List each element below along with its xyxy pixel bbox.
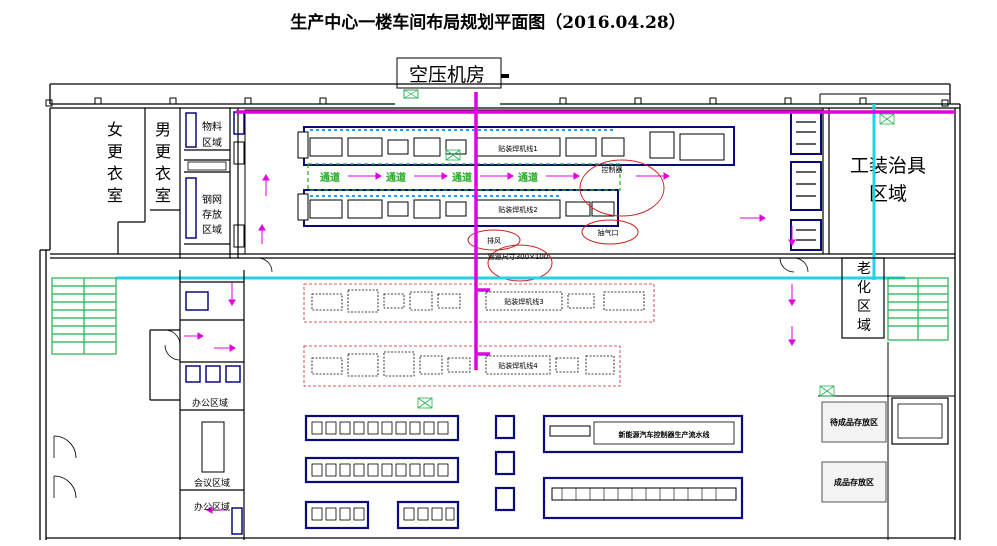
compressor-room [396, 57, 502, 89]
planned-line-4-label: 贴装焊机线4 [498, 361, 538, 370]
steel-rack [185, 177, 197, 239]
svg-text:区域: 区域 [202, 223, 222, 236]
office-desks [185, 291, 243, 535]
new-energy-line-label: 新能源汽车控制器生产流水线 [619, 430, 710, 439]
bottom-line-frame [542, 476, 744, 520]
compressor-icon [403, 89, 419, 99]
meeting-room-label: 会议区域 [194, 477, 230, 489]
svg-text:区: 区 [857, 299, 871, 315]
svg-text:区域: 区域 [202, 136, 222, 149]
aging-area [841, 257, 885, 339]
men-locker-label: 男 更 衣 室 [155, 120, 171, 205]
steel-storage-label: 钢网 存放 区域 [202, 193, 222, 236]
vent-note: 排风 [487, 236, 501, 245]
finished-storage-label: 成品存放区 [834, 477, 874, 487]
office-1-label: 办公区域 [192, 397, 228, 409]
svg-text:衣: 衣 [107, 164, 123, 183]
workbench-rows [304, 414, 516, 530]
doors [53, 257, 809, 499]
svg-text:通道: 通道 [386, 171, 406, 184]
compressor-room-label: 空压机房 [409, 64, 485, 86]
svg-text:钢网: 钢网 [202, 193, 222, 206]
smt-line-1-machines [297, 131, 725, 161]
column-grid [45, 93, 950, 107]
pipe-size-note: 管道尺寸300×100 [488, 252, 549, 261]
svg-text:物料: 物料 [202, 120, 222, 133]
planned-line-3-machines [311, 289, 645, 313]
exhaust-note: 抽气口 [598, 228, 619, 237]
magenta-pipes [236, 92, 955, 370]
svg-text:男: 男 [155, 120, 171, 139]
office-2-label: 办公区域 [194, 501, 230, 513]
svg-text:室: 室 [107, 186, 123, 205]
svg-text:室: 室 [155, 186, 171, 205]
aging-area-label: 老 化 区 域 [857, 261, 871, 334]
material-area-label: 物料 区域 [202, 120, 222, 149]
svg-text:存放: 存放 [202, 208, 222, 221]
svg-text:通道: 通道 [518, 171, 538, 184]
right-stairs [887, 277, 949, 341]
locker-walls [117, 108, 239, 258]
svg-text:工装治具: 工装治具 [850, 155, 926, 177]
svg-text:域: 域 [857, 318, 871, 334]
finished-storage [821, 461, 887, 503]
control-box-note: 控制器 [602, 165, 623, 174]
plan-title: 生产中心一楼车间布局规划平面图（2016.04.28） [290, 12, 685, 33]
small-rack [187, 161, 227, 171]
aisle-channel [307, 163, 621, 191]
planned-line-3-label: 贴装焊机线3 [504, 297, 543, 306]
women-locker-label: 女 更 衣 室 [107, 120, 123, 205]
smt-line-2-label: 贴装焊机线2 [498, 205, 537, 214]
tooling-racks [790, 111, 822, 251]
planned-line-3-frame [303, 283, 655, 323]
vent-fan-icons [417, 113, 895, 409]
new-energy-line-frame [542, 414, 744, 454]
smt-line-1-label: 贴装焊机线1 [498, 144, 537, 153]
planned-line-4-frame [303, 345, 621, 387]
svg-text:通道: 通道 [452, 171, 472, 184]
svg-text:通道: 通道 [320, 171, 340, 184]
svg-text:女: 女 [107, 120, 123, 139]
meeting-table [201, 421, 225, 473]
smt-line-2-machines [297, 193, 615, 221]
aisle-labels: 通道 通道 通道 通道 [320, 171, 538, 184]
left-stairs [51, 277, 117, 355]
tooling-area-label: 工装治具 区域 [850, 155, 926, 205]
svg-text:更: 更 [155, 142, 171, 161]
pending-storage [821, 401, 887, 443]
planned-line-4-machines [311, 351, 615, 377]
svg-text:更: 更 [107, 142, 123, 161]
svg-text:衣: 衣 [155, 164, 171, 183]
pending-storage-label: 待成品存放区 [829, 417, 878, 427]
workbench-seats [311, 421, 455, 521]
svg-text:化: 化 [857, 280, 871, 296]
material-rack [185, 112, 197, 148]
markup-clouds [467, 159, 665, 282]
svg-text:老: 老 [857, 261, 871, 277]
aisle-arrows [184, 172, 796, 514]
svg-text:区域: 区域 [869, 183, 907, 205]
lift-shaft [891, 397, 949, 445]
office-walls [149, 270, 245, 540]
conveyor-lines [310, 129, 615, 197]
